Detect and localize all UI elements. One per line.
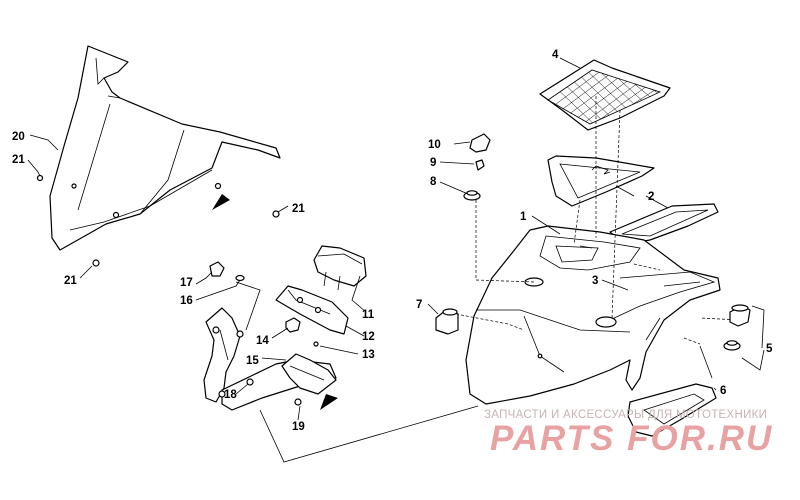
callout-6: 6: [720, 385, 726, 397]
callout-16: 16: [180, 295, 193, 307]
cylinder-part: [435, 308, 459, 335]
windshield-direction-arrow: [212, 194, 230, 210]
callout-21: 21: [292, 203, 305, 215]
callout-13: 13: [362, 349, 375, 361]
callout-19: 19: [292, 421, 305, 433]
callout-14: 14: [256, 335, 269, 347]
gauge-bracket: [275, 285, 349, 335]
callout-3: 3: [592, 275, 598, 287]
watermark-brand: PARTS FOR.RU: [490, 419, 773, 458]
windshield-screws: [36, 174, 280, 267]
callout-4: 4: [552, 49, 559, 61]
callout-7: 7: [416, 299, 422, 311]
callout-21: 21: [12, 154, 25, 166]
callout-18: 18: [224, 389, 237, 401]
cap-knob: [469, 133, 491, 153]
pin-screw: [475, 159, 485, 171]
nut: [209, 261, 225, 277]
callout-21: 21: [64, 275, 77, 287]
bolt: [285, 317, 301, 333]
callout-1: 1: [520, 211, 527, 223]
callout-12: 12: [362, 331, 375, 343]
callout-20: 20: [12, 131, 25, 143]
screw-18: [246, 378, 254, 386]
mount-bracket: [281, 353, 337, 395]
small-screw: [313, 341, 319, 347]
callout-9: 9: [430, 157, 436, 169]
watermark: ЗАПЧАСТИ И АКСЕССУАРЫ ДЛЯ МОТОТЕХНИКИ PA…: [484, 409, 773, 458]
callout-17: 17: [180, 277, 193, 289]
frame-direction-arrow: [320, 394, 338, 410]
windshield: [49, 45, 281, 251]
callout-10: 10: [428, 139, 441, 151]
main-fairing: [465, 225, 721, 405]
callout-8: 8: [430, 176, 437, 188]
callout-11: 11: [362, 309, 375, 321]
callout-2: 2: [648, 191, 654, 203]
screw-19: [294, 398, 302, 406]
lower-tray: [627, 383, 717, 437]
watermark-tagline: ЗАПЧАСТИ И АКСЕССУАРЫ ДЛЯ МОТОТЕХНИКИ: [484, 409, 767, 421]
leader-lines: [27, 57, 765, 463]
callout-5: 5: [766, 343, 773, 355]
grommet: [463, 190, 481, 201]
mesh-tray: [539, 59, 671, 131]
callout-numbers: 20 21 21 21 4 10 9 8 2 1 3 7 5 6 17 16 1…: [12, 49, 773, 433]
callout-15: 15: [246, 355, 259, 367]
washer: [235, 274, 245, 282]
upper-panel: [547, 155, 655, 207]
gauge: [313, 245, 367, 291]
plug-part: [723, 304, 751, 351]
